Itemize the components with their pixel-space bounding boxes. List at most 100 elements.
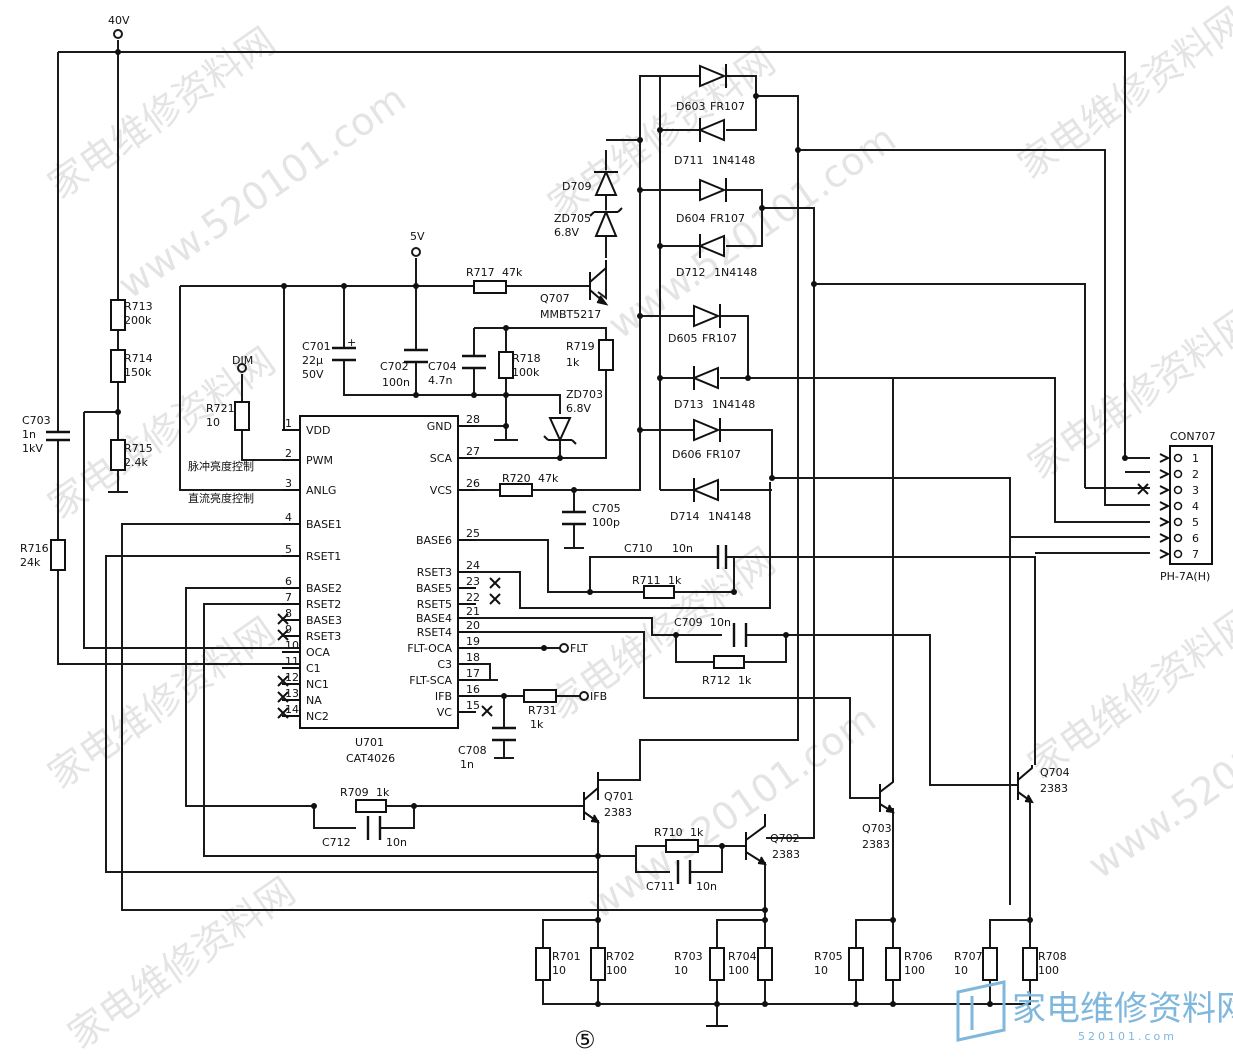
ic-pin-name: BASE3 [306, 614, 342, 627]
ic-pin-number: 3 [285, 477, 292, 490]
r714-ref: R714 [124, 352, 153, 365]
d603-part: FR107 [710, 100, 745, 113]
ic-pin-name: BASE5 [416, 582, 452, 595]
r719 [598, 339, 614, 371]
r714 [110, 349, 126, 383]
r711 [643, 585, 675, 599]
ic-left-pins: 1VDD2PWM3ANLG4BASE15RSET16BASE27RSET28BA… [282, 417, 342, 723]
ic-pin-name: RSET2 [306, 598, 341, 611]
r707-ref: R707 [954, 950, 983, 963]
c702-ref: C702 [380, 360, 409, 373]
q701 [583, 772, 600, 824]
q701-part: 2383 [604, 806, 632, 819]
d605-ref: D605 [668, 332, 697, 345]
r717-value: 47k [502, 266, 523, 279]
d606 [693, 418, 721, 442]
connector-pin-terminal [1173, 533, 1183, 543]
r713 [110, 299, 126, 331]
connector-con707-body [1169, 445, 1213, 565]
r716 [50, 539, 66, 571]
r715 [110, 439, 126, 471]
connector-pin-number: 4 [1192, 500, 1199, 513]
connector-pin-number: 3 [1192, 484, 1199, 497]
d605-part: FR107 [702, 332, 737, 345]
connector-pin-terminal [1173, 501, 1183, 511]
c701-plus: + [347, 336, 356, 349]
ic-pin-number: 13 [285, 687, 299, 700]
d604 [699, 178, 727, 202]
label-pwm-cn: 脉冲亮度控制 [188, 459, 254, 473]
ic-pin-number: 23 [466, 575, 480, 588]
ic-pin-number: 26 [466, 477, 480, 490]
watermarks: 家电维修资料网 www.520101.com 家电维修资料网 www.52010… [40, 0, 1233, 1057]
ic-pin-number: 8 [285, 607, 292, 620]
d709-ref: D709 [562, 180, 591, 193]
ic-pin-number: 11 [285, 655, 299, 668]
r720-ref: R720 [502, 472, 531, 485]
r718 [498, 351, 514, 379]
ic-pin-name: BASE6 [416, 534, 452, 547]
r716-value: 24k [20, 556, 41, 569]
r715-ref: R715 [124, 442, 153, 455]
logo-url: 520101.com [1078, 1030, 1177, 1043]
c708-ref: C708 [458, 744, 487, 757]
r721 [234, 401, 250, 431]
connector-pin-terminal [1173, 453, 1183, 463]
c703 [46, 430, 70, 442]
r718-ref: R718 [512, 352, 541, 365]
ic-pin-name: ANLG [306, 484, 336, 497]
r711-ref: R711 [632, 574, 661, 587]
connector-pin-number: 5 [1192, 516, 1199, 529]
zd703 [543, 417, 577, 445]
ic-pin-name: NA [306, 694, 322, 707]
r707 [982, 947, 998, 981]
ic-pin-number: 28 [466, 413, 480, 426]
c712-ref: C712 [322, 836, 351, 849]
c710-value: 10n [672, 542, 693, 555]
ic-pin-name: RSET1 [306, 550, 341, 563]
watermark-cn: 家电维修资料网 [1010, 0, 1233, 187]
r706-ref: R706 [904, 950, 933, 963]
r701-ref: R701 [552, 950, 581, 963]
r706 [885, 947, 901, 981]
r709-ref: R709 [340, 786, 369, 799]
r708-ref: R708 [1038, 950, 1067, 963]
d711-part: 1N4148 [712, 154, 755, 167]
r702-value: 100 [606, 964, 627, 977]
d712-ref: D712 [676, 266, 705, 279]
diodes [543, 64, 727, 502]
r708-value: 100 [1038, 964, 1059, 977]
r712-value: 1k [738, 674, 752, 687]
c704-value: 4.7n [428, 374, 452, 387]
r714-value: 150k [124, 366, 152, 379]
d713-ref: D713 [674, 398, 703, 411]
r718-value: 100k [512, 366, 540, 379]
label-dim: DIM [232, 354, 253, 367]
q707-part: MMBT5217 [540, 308, 601, 321]
d713-part: 1N4148 [712, 398, 755, 411]
d712 [697, 234, 725, 258]
r704 [757, 947, 773, 981]
terminal-ifb [579, 691, 589, 701]
nc-marks [277, 483, 1149, 719]
c703-value: 1n [22, 428, 36, 441]
c703-ref: C703 [22, 414, 51, 427]
connector-arrow-icon [1159, 453, 1171, 463]
q707 [589, 260, 609, 306]
ic-pin-number: 22 [466, 591, 480, 604]
r719-ref: R719 [566, 340, 595, 353]
watermark-cn: 家电维修资料网 [1020, 599, 1233, 788]
c704 [462, 354, 486, 370]
ic-pin-name: NC2 [306, 710, 329, 723]
c701-ref: C701 [302, 340, 331, 353]
d714 [691, 478, 719, 502]
ic-pin-number: 15 [466, 699, 480, 712]
connector-arrow-icon [1159, 533, 1171, 543]
ic-pin-number: 16 [466, 683, 480, 696]
ic-pin-number: 7 [285, 591, 292, 604]
r721-ref: R721 [206, 402, 235, 415]
connector-pin-terminal [1173, 469, 1183, 479]
c709 [732, 623, 748, 647]
ic-pin-name: FLT-OCA [407, 642, 452, 655]
ic-pin-name: C1 [306, 662, 321, 675]
